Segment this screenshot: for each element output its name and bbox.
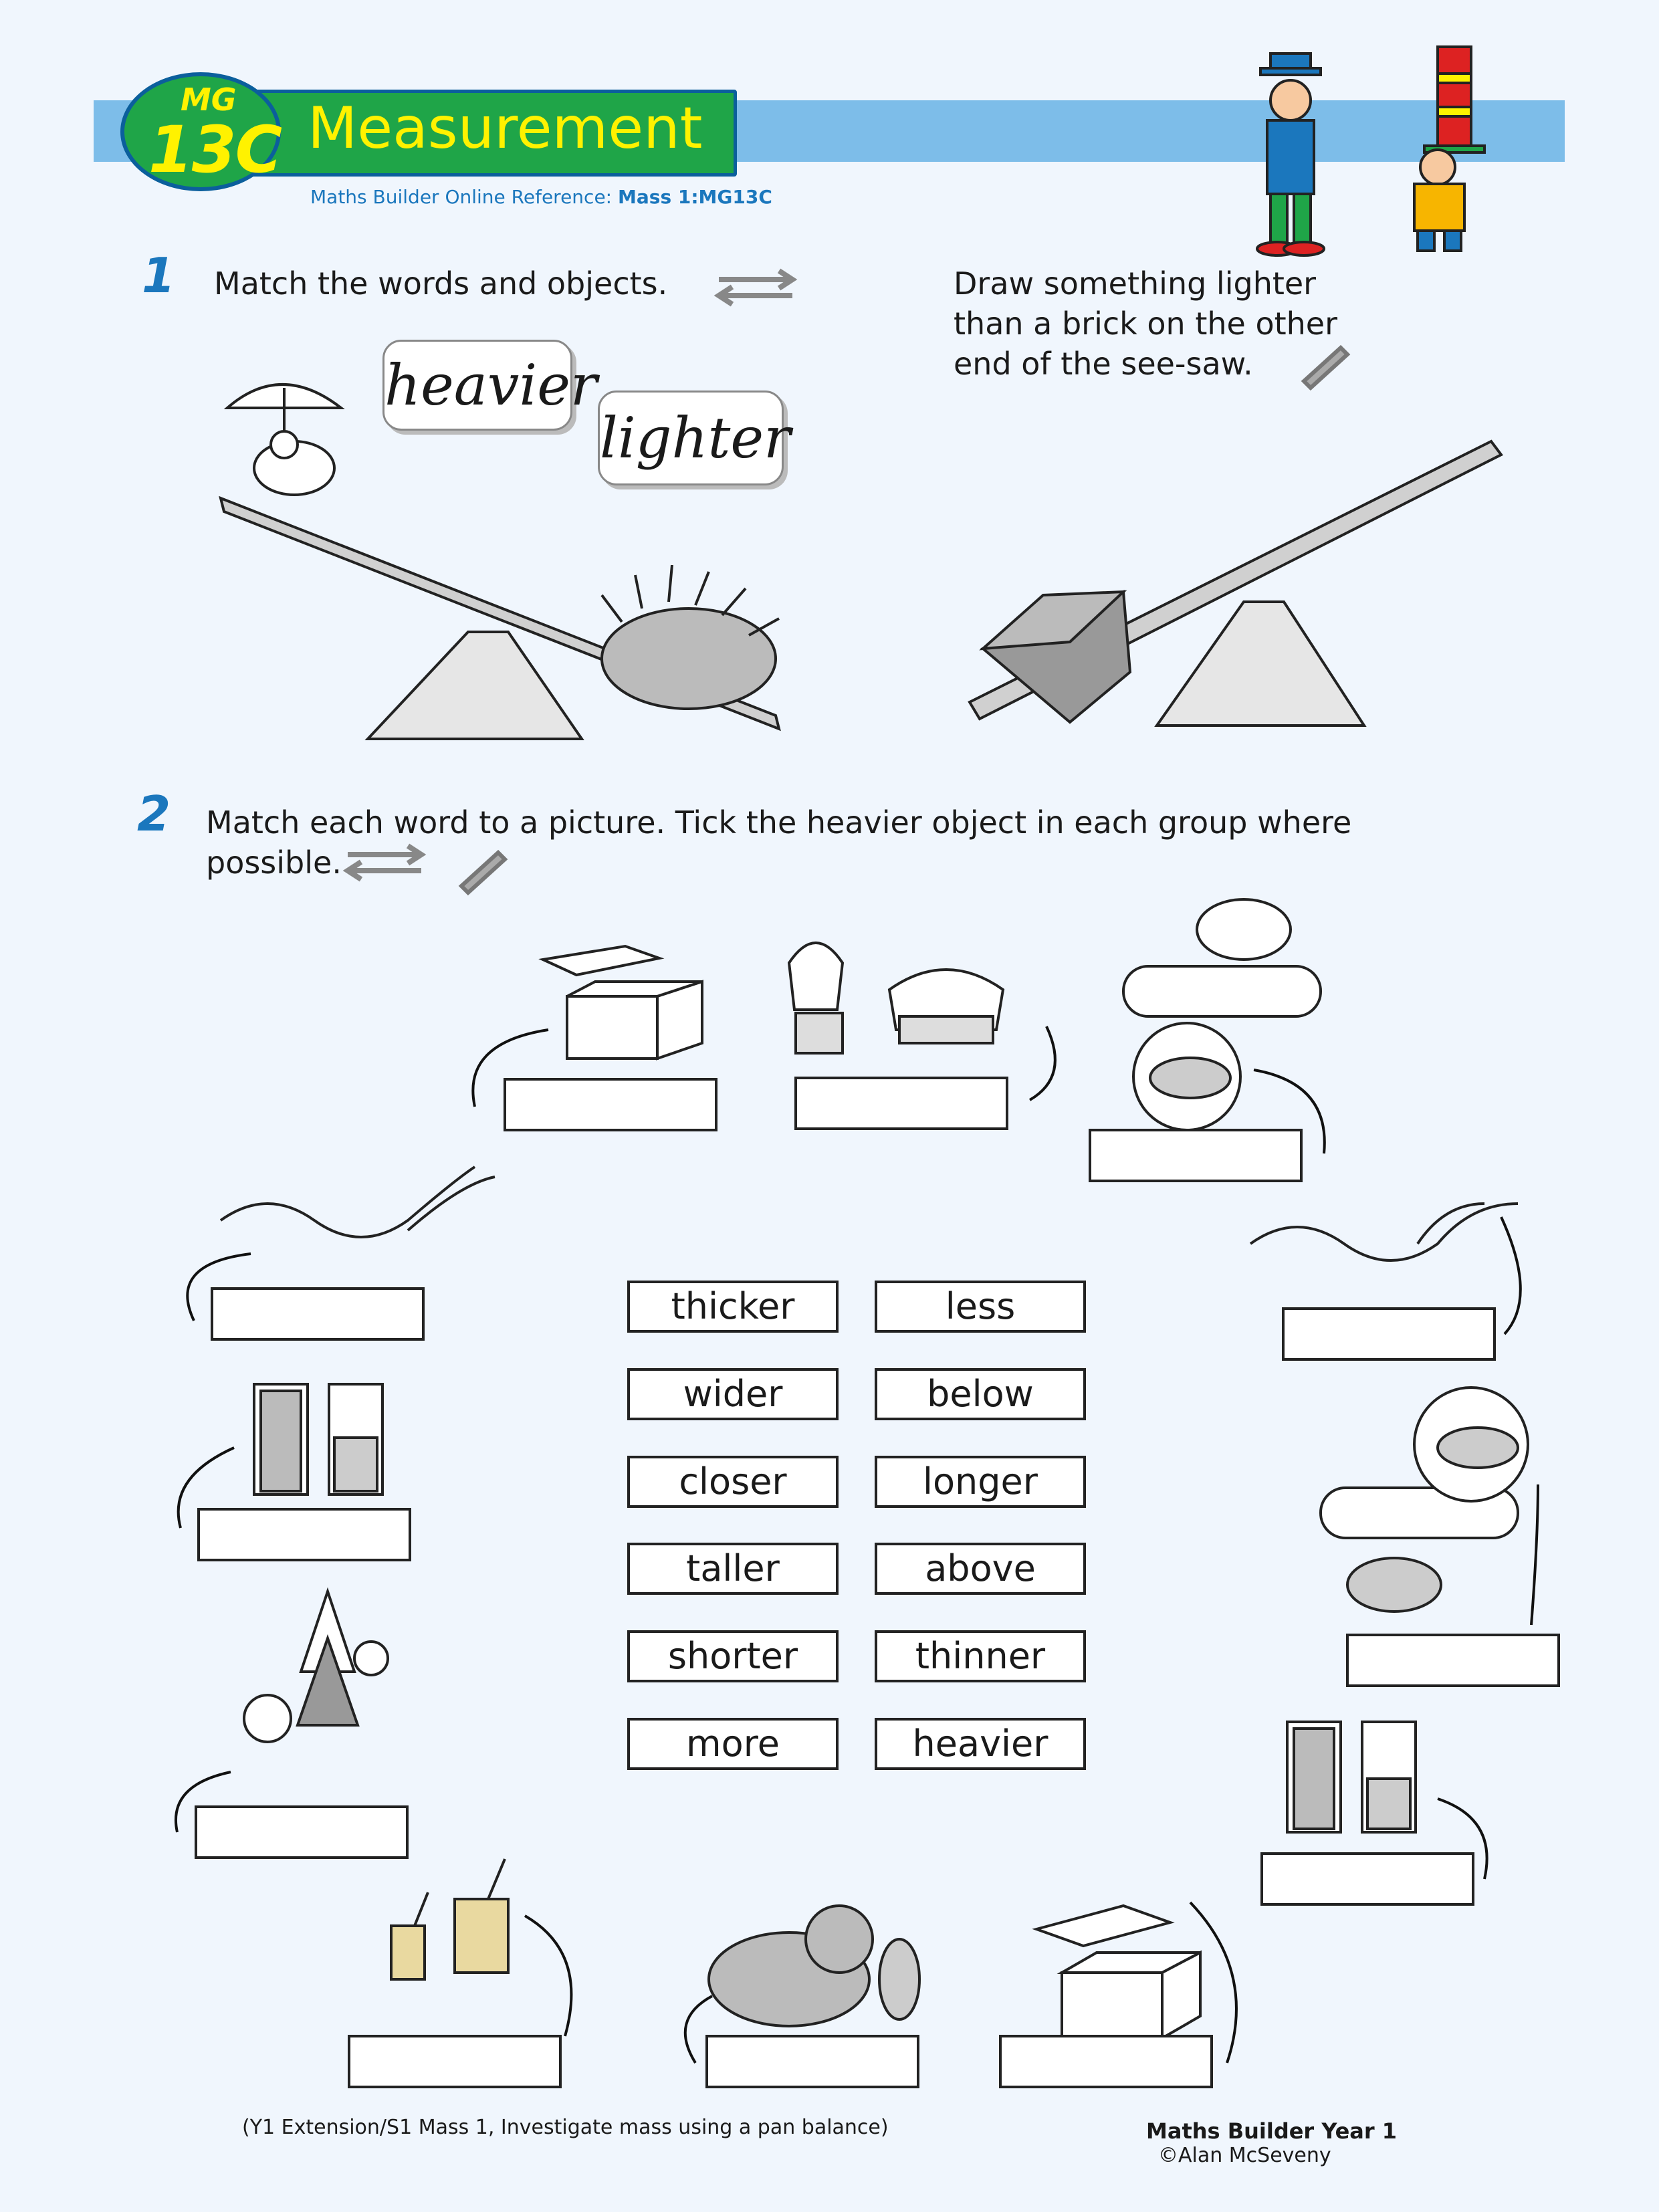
pencil-icon — [458, 344, 1351, 896]
footer-series: Maths Builder Year 1 — [1146, 2118, 1398, 2144]
question-2-instruction-line: Match each word to a picture. Tick the h… — [206, 804, 1352, 841]
q2-pictures — [219, 898, 1529, 2041]
footer-note: (Y1 Extension/S1 Mass 1, Investigate mas… — [242, 2116, 889, 2139]
question-1-number: 1 — [142, 247, 176, 304]
draw-instruction-line: Draw something lighter — [954, 265, 1317, 302]
cartoon-characters-illustration — [1256, 45, 1486, 257]
badge-prefix: MG — [181, 82, 237, 118]
word-box-shorter[interactable]: shorter — [627, 1630, 839, 1682]
topic-badge — [120, 72, 281, 191]
word-box-thicker[interactable]: thicker — [627, 1281, 839, 1333]
answer-box-boxes-bottom[interactable] — [999, 2035, 1213, 2088]
word-card-lighter[interactable]: lighter — [598, 391, 790, 485]
reference-label: Maths Builder Online Reference: — [310, 186, 613, 208]
pointer-arrows — [174, 1026, 1539, 2064]
question-2-instruction-line: possible. — [206, 845, 342, 881]
page-title: Measurement — [308, 95, 703, 162]
answer-box-boxes-top[interactable] — [504, 1078, 717, 1131]
footer-copyright: ©Alan McSeveny — [1158, 2144, 1331, 2167]
word-box-thinner[interactable]: thinner — [875, 1630, 1086, 1682]
answer-box-containers-right[interactable] — [1260, 1852, 1474, 1906]
answer-box-planes-top[interactable] — [1089, 1129, 1303, 1182]
reference-value: Mass 1:MG13C — [618, 186, 772, 208]
word-box-below[interactable]: below — [875, 1368, 1086, 1420]
answer-box-snakes-left[interactable] — [211, 1287, 425, 1341]
word-card-heavier[interactable]: heavier — [382, 340, 597, 431]
draw-instruction-line: end of the see-saw. — [954, 346, 1253, 382]
online-reference: Maths Builder Online Reference: Mass 1:M… — [310, 186, 772, 208]
draw-instruction-line: than a brick on the other — [954, 306, 1337, 342]
word-box-wider[interactable]: wider — [627, 1368, 839, 1420]
title-box — [241, 90, 737, 177]
answer-box-planes-right[interactable] — [1346, 1634, 1560, 1687]
seesaw-brick-illustration — [968, 439, 1504, 727]
word-box-closer[interactable]: closer — [627, 1456, 839, 1508]
draw-instruction: Draw something lighter than a brick on t… — [954, 263, 1337, 384]
answer-box-giraffes[interactable] — [348, 2035, 562, 2088]
question-2-instruction: Match each word to a picture. Tick the h… — [206, 802, 1351, 883]
word-box-heavier[interactable]: heavier — [875, 1718, 1086, 1770]
answer-box-containers-left[interactable] — [197, 1508, 411, 1561]
word-box-less[interactable]: less — [875, 1281, 1086, 1333]
match-arrows-icon — [342, 268, 798, 882]
word-box-above[interactable]: above — [875, 1543, 1086, 1595]
word-box-more[interactable]: more — [627, 1718, 839, 1770]
answer-box-tree-children[interactable] — [195, 1805, 409, 1859]
badge-code: 13C — [148, 112, 282, 187]
question-2-number: 2 — [137, 786, 171, 842]
answer-box-crowns[interactable] — [794, 1077, 1008, 1130]
word-box-longer[interactable]: longer — [875, 1456, 1086, 1508]
seesaw-frog-echidna-illustration — [219, 383, 781, 740]
answer-box-snakes-right[interactable] — [1282, 1307, 1496, 1361]
word-box-taller[interactable]: taller — [627, 1543, 839, 1595]
answer-box-elephant[interactable] — [705, 2035, 919, 2088]
question-1-instruction: Match the words and objects. — [214, 265, 668, 302]
